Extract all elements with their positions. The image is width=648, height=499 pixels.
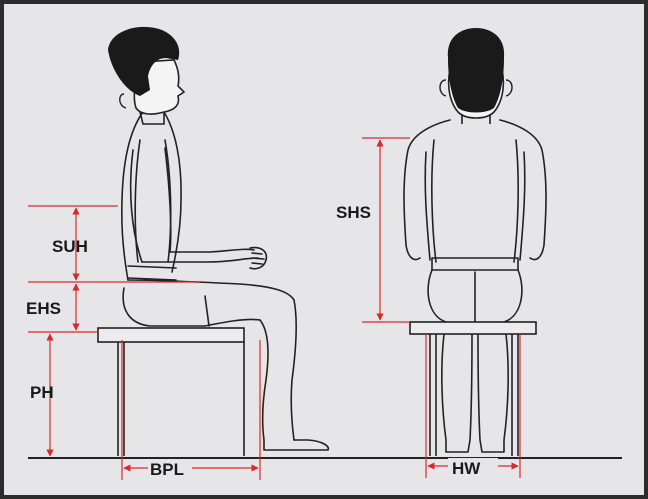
label-ph: PH xyxy=(30,383,54,402)
label-suh: SUH xyxy=(52,237,88,256)
label-shs: SHS xyxy=(336,203,371,222)
label-hw: HW xyxy=(452,459,481,478)
label-ehs: EHS xyxy=(26,299,61,318)
label-bpl: BPL xyxy=(150,460,184,479)
diagram-panel xyxy=(4,4,644,495)
